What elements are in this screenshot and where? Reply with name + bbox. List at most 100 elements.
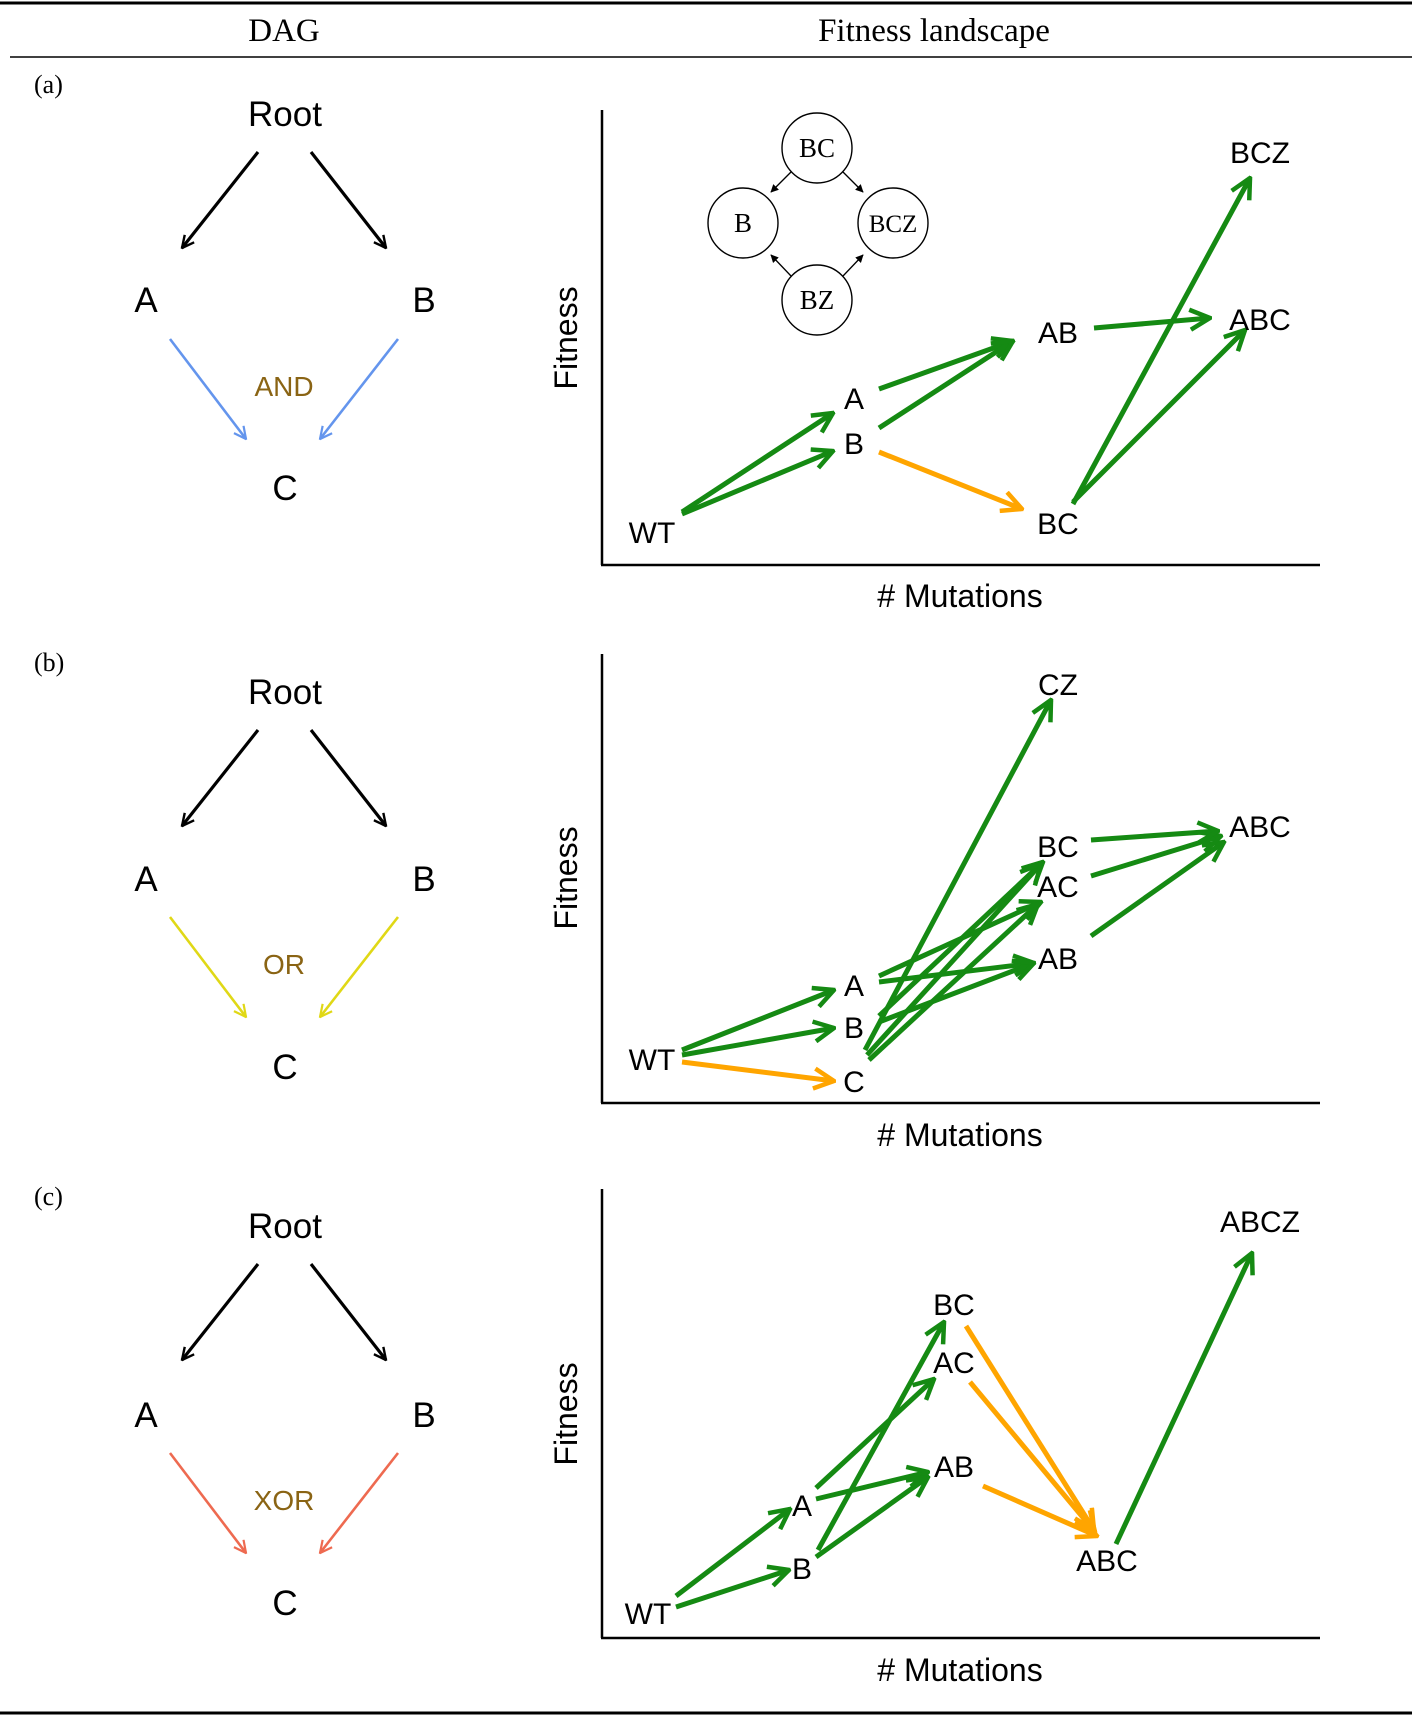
node-a: A — [844, 383, 864, 416]
inset-node-circle — [781, 264, 853, 336]
dag-gate-label: XOR — [254, 1485, 315, 1516]
node-ac: AC — [933, 1347, 975, 1380]
inset-node-circle — [781, 112, 853, 184]
dag-gate-label: AND — [254, 371, 313, 402]
edge-bc-abc — [1090, 831, 1218, 840]
node-a: A — [844, 970, 864, 1003]
dag-edge-root-a — [182, 151, 260, 248]
x-axis-label: # Mutations — [877, 1117, 1042, 1153]
edge-b-ab — [877, 341, 1013, 431]
node-abc: ABC — [1229, 304, 1291, 337]
node-bc: BC — [933, 1289, 975, 1322]
landscape-nodes: WT A B C AB AC BC CZ ABC — [629, 669, 1291, 1099]
dag-edge-root-a — [182, 729, 260, 826]
panel-a: (a) Root A B AND C Fitness # Mutations B… — [34, 70, 1320, 614]
inset-node-circle — [857, 187, 929, 259]
edge-wt-b — [681, 451, 833, 517]
edge-bc-abc — [963, 1324, 1094, 1530]
x-axis-label: # Mutations — [877, 578, 1042, 614]
landscape-edges — [680, 178, 1250, 517]
edge-a-ac — [814, 1379, 934, 1490]
y-axis-label: Fitness — [548, 1362, 584, 1465]
landscape-a: Fitness # Mutations BC B BCZ BZ — [548, 110, 1320, 614]
panel-b: (b) Root A B OR C Fitness # Mutations — [34, 648, 1320, 1153]
edge-b-bc — [815, 1322, 944, 1552]
dag-root: Root — [248, 1207, 322, 1246]
edge-wt-a — [681, 990, 834, 1053]
panel-c: (c) Root A B XOR C Fitness # Mutations — [34, 1182, 1320, 1688]
edge-ab-abc — [1089, 842, 1224, 939]
dag-b: Root A B OR C — [134, 673, 435, 1087]
edge-wt-c — [681, 1059, 834, 1081]
edge-wt-b — [681, 1028, 834, 1058]
dag-edge-b-c — [320, 1452, 400, 1553]
dag-c: Root A B XOR C — [134, 1207, 435, 1623]
inset-edge — [842, 171, 864, 193]
dag-edge-root-b — [309, 151, 386, 248]
edge-c-bc — [865, 864, 1041, 1057]
dag-node-b: B — [412, 281, 435, 320]
edge-bc-abc — [1071, 330, 1245, 504]
edge-wt-b — [675, 1570, 789, 1610]
node-ac: AC — [1037, 871, 1079, 904]
node-ab: AB — [934, 1451, 974, 1484]
edge-b-bc — [878, 449, 1022, 509]
inset-node-label: BC — [799, 133, 835, 163]
dag-node-c: C — [272, 1584, 297, 1623]
edge-wt-a — [680, 413, 833, 515]
panel-label: (b) — [34, 648, 64, 677]
landscape-nodes: WT A B AB BC BCZ ABC — [629, 137, 1291, 550]
landscape-edges — [674, 1253, 1252, 1610]
node-b: B — [792, 1553, 812, 1586]
header-dag: DAG — [248, 13, 320, 49]
dag-node-b: B — [412, 860, 435, 899]
landscape-edges — [681, 700, 1224, 1081]
dag-edge-b-c — [320, 338, 400, 439]
inset-edge — [770, 254, 792, 277]
edge-c-cz — [862, 700, 1051, 1052]
dag-node-c: C — [272, 469, 297, 508]
edge-a-ab — [815, 1472, 928, 1502]
node-wt: WT — [629, 517, 676, 550]
dag-edge-b-c — [320, 916, 400, 1017]
node-wt: WT — [625, 1598, 672, 1631]
edge-b-ab — [814, 1477, 928, 1560]
inset-edge — [770, 171, 792, 193]
node-ab: AB — [1038, 943, 1078, 976]
inset-node-label: BCZ — [869, 211, 918, 238]
dag-edge-root-b — [309, 1263, 386, 1360]
inset-node-circle — [707, 187, 779, 259]
panel-label: (c) — [34, 1182, 63, 1211]
inset-node-label: BZ — [800, 285, 835, 315]
node-wt: WT — [629, 1044, 676, 1077]
header-fitness-landscape: Fitness landscape — [818, 13, 1050, 49]
dag-root: Root — [248, 95, 322, 134]
inset-node-label: B — [734, 208, 752, 238]
dag-node-a: A — [134, 860, 158, 899]
node-b: B — [844, 1012, 864, 1045]
node-bc: BC — [1037, 831, 1079, 864]
landscape-b: Fitness # Mutations WT A B — [548, 654, 1320, 1153]
edge-b-bc — [877, 862, 1043, 1018]
node-b: B — [844, 428, 864, 461]
dag-root: Root — [248, 673, 322, 712]
edge-ac-abc — [968, 1380, 1095, 1532]
dag-node-a: A — [134, 1396, 158, 1435]
dag-edge-a-c — [168, 1452, 246, 1553]
node-abc: ABC — [1229, 811, 1291, 844]
dag-node-c: C — [272, 1048, 297, 1087]
dag-node-a: A — [134, 281, 158, 320]
dag-node-b: B — [412, 1396, 435, 1435]
inset-graph: BC B BCZ BZ — [707, 112, 929, 336]
edge-c-ac — [867, 904, 1038, 1062]
landscape-nodes: WT A B AB AC BC ABC ABCZ — [625, 1206, 1300, 1631]
edge-ab-abc — [1093, 318, 1210, 328]
node-ab: AB — [1038, 317, 1078, 350]
dag-edge-a-c — [168, 916, 246, 1017]
panel-label: (a) — [34, 70, 63, 99]
inset-edge — [842, 254, 864, 277]
dag-edge-root-b — [309, 729, 386, 826]
node-bc: BC — [1037, 508, 1079, 541]
dag-edge-a-c — [168, 338, 246, 439]
node-bcz: BCZ — [1230, 137, 1290, 170]
